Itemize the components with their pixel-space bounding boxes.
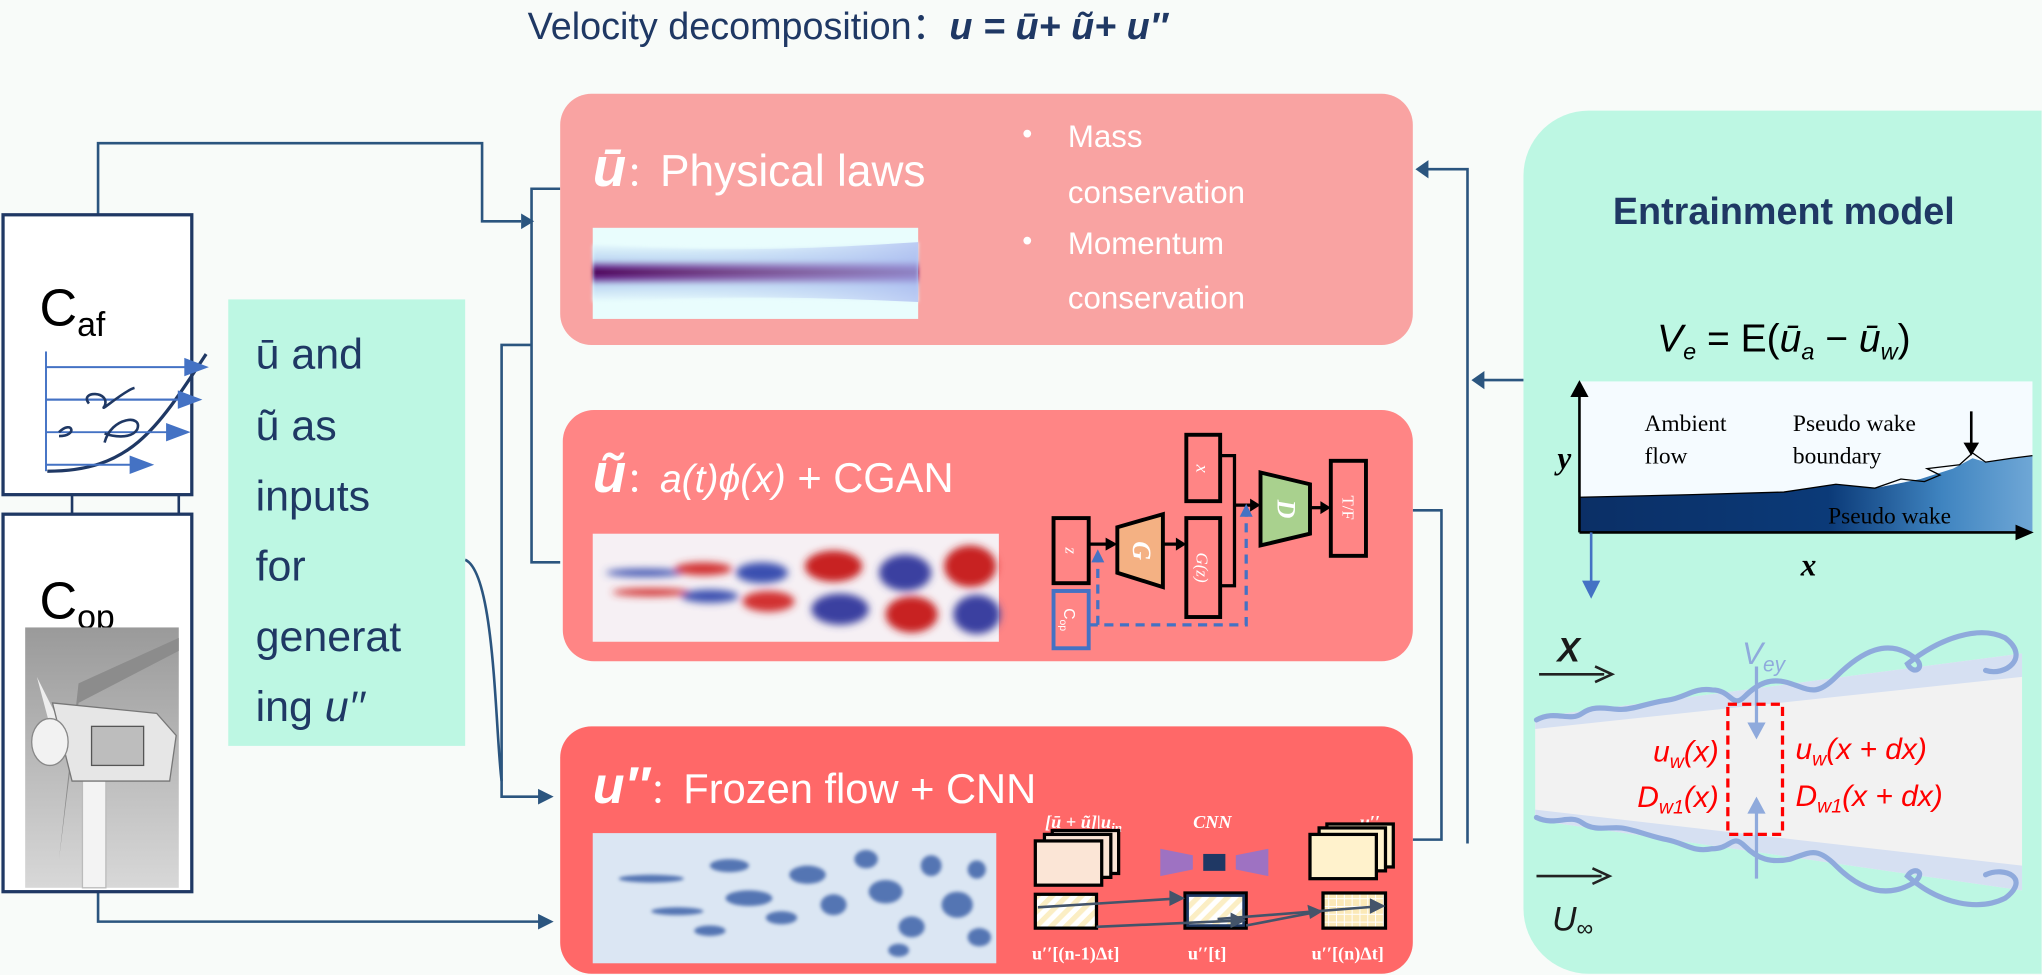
- bullet-text: Mass: [1068, 119, 1143, 154]
- periodic-flow-field-image: [592, 533, 1001, 642]
- x-direction-label: X: [1555, 631, 1582, 669]
- note-line: for: [256, 543, 306, 591]
- entrainment-title: Entrainment model: [1613, 190, 1955, 232]
- bullet-text: conservation: [1068, 281, 1245, 316]
- turbulent-flow-title: u′′：Frozen flow + CNN: [593, 757, 1036, 815]
- bullet-text: conservation: [1068, 175, 1245, 210]
- cnn-diagram: [ū + ũ]|uin CNN u′′ u′′: [1032, 812, 1395, 964]
- bullet-icon: •: [1022, 225, 1032, 257]
- wake-schematic: Vey X U∞ uw(x) Dw1(x) uw(x + dx) Dw1(x +…: [1533, 630, 2023, 941]
- caf-label: Caf: [39, 279, 105, 343]
- pseudo-wake-label: Pseudo wake: [1828, 503, 1951, 529]
- cop-condition-label: Cop: [1057, 608, 1077, 631]
- cnn-input-label: [ū + ũ]|uin: [1045, 812, 1122, 835]
- prev-time-label: u′′[(n-1)Δt]: [1032, 943, 1119, 964]
- note-line: generat: [256, 613, 402, 661]
- title-text: Velocity decomposition：: [528, 5, 950, 47]
- left-velocity-label: uw(x): [1653, 736, 1719, 774]
- connector-lines: [96, 141, 1524, 930]
- periodic-flow-title: ũ：a(t)ϕ(x) + CGAN: [593, 443, 954, 504]
- wind-turbine-image: [25, 627, 179, 889]
- x-axis-label: x: [1800, 547, 1817, 582]
- ambient-flow-label: flow: [1645, 443, 1688, 469]
- velocity-profile-icon: [45, 351, 209, 474]
- title-equation: u = ū+ ũ+ u′′: [949, 5, 1169, 47]
- entrainment-equation: Ve = E(ūa − ūw): [1657, 317, 1911, 364]
- mean-flow-box: ū：Physical laws • Mass conservation • Mo…: [560, 93, 1413, 345]
- discriminator-label: D: [1271, 499, 1300, 519]
- generator-label: G: [1127, 541, 1156, 560]
- note-line: ū and: [256, 330, 363, 378]
- current-time-label: u′′[t]: [1188, 943, 1227, 963]
- mean-flow-title: ū：Physical laws: [593, 137, 926, 198]
- note-line: ũ as: [256, 402, 337, 450]
- next-time-label: u′′[(n)Δt]: [1312, 943, 1384, 964]
- ambient-flow-label: Ambient: [1645, 411, 1727, 437]
- caf-panel: Caf: [1, 213, 209, 516]
- mean-flow-field-image: [592, 227, 919, 319]
- bullet-text: Momentum: [1068, 226, 1224, 261]
- pseudo-wake-plot: y x Ambient flow Pseudo wake boundary Ps…: [1553, 380, 2034, 599]
- cop-panel: Cop: [1, 512, 194, 894]
- right-diameter-label: Dw1(x + dx): [1796, 780, 1943, 818]
- turbulent-flow-box: u′′：Frozen flow + CNN [ū + ũ]|uin CNN u′…: [560, 726, 1413, 974]
- inputs-note: ū and ũ as inputs for generat ing u′′: [228, 299, 466, 746]
- boundary-label: boundary: [1793, 443, 1882, 469]
- note-line: ing u′′: [256, 683, 367, 731]
- true-false-label: T/F: [1339, 495, 1358, 519]
- periodic-flow-box: ũ：a(t)ϕ(x) + CGAN z: [562, 410, 1413, 662]
- boundary-label: Pseudo wake: [1793, 411, 1916, 437]
- entrainment-panel: Entrainment model Ve = E(ūa − ūw) y x Am…: [1523, 110, 2042, 974]
- real-x-label: x: [1193, 464, 1213, 473]
- title: Velocity decomposition：u = ū+ ũ+ u′′: [528, 5, 1170, 47]
- cnn-label: CNN: [1193, 812, 1232, 832]
- y-axis-label: y: [1553, 441, 1571, 476]
- turbulent-flow-field-image: [592, 833, 997, 964]
- generated-label: G(z): [1193, 553, 1212, 583]
- left-diameter-label: Dw1(x): [1637, 781, 1718, 819]
- u-infinity-label: U∞: [1552, 901, 1593, 941]
- noise-z-label: z: [1061, 546, 1080, 554]
- bullet-icon: •: [1022, 118, 1032, 150]
- note-line: inputs: [256, 472, 371, 520]
- right-velocity-label: uw(x + dx): [1796, 733, 1927, 771]
- vey-label: Vey: [1742, 636, 1786, 677]
- cgan-diagram: z Cop G G(z) x D T/F: [1051, 432, 1368, 651]
